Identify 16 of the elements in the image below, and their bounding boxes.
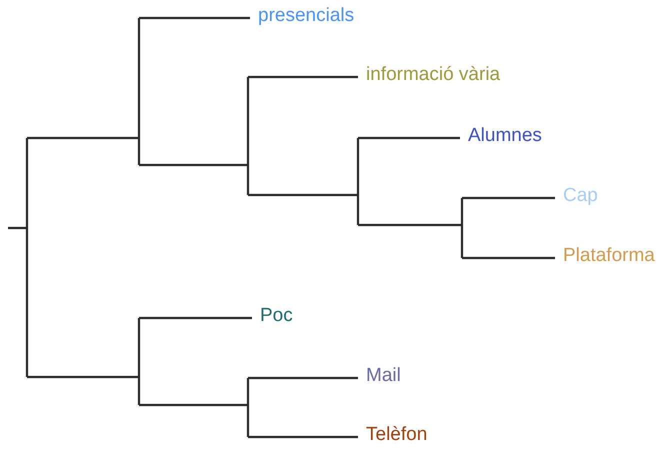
leaf-label: presencials xyxy=(250,4,354,28)
branch-line xyxy=(462,256,555,260)
branch-line xyxy=(248,76,358,78)
branch-line xyxy=(462,196,555,200)
leaf-label: Cap xyxy=(555,184,598,208)
leaf-label: Mail xyxy=(358,364,401,388)
branch-line xyxy=(248,376,358,380)
leaf-label: Alumnes xyxy=(460,124,542,148)
branch-line xyxy=(139,316,252,320)
leaf-label: Poc xyxy=(252,304,293,328)
branch-line xyxy=(139,16,250,20)
branch-line xyxy=(358,136,460,140)
leaf-label: Plataforma xyxy=(555,244,655,268)
branch-line xyxy=(248,436,358,438)
leaf-label: informació vària xyxy=(358,63,500,87)
leaf-label: Telèfon xyxy=(358,423,428,447)
